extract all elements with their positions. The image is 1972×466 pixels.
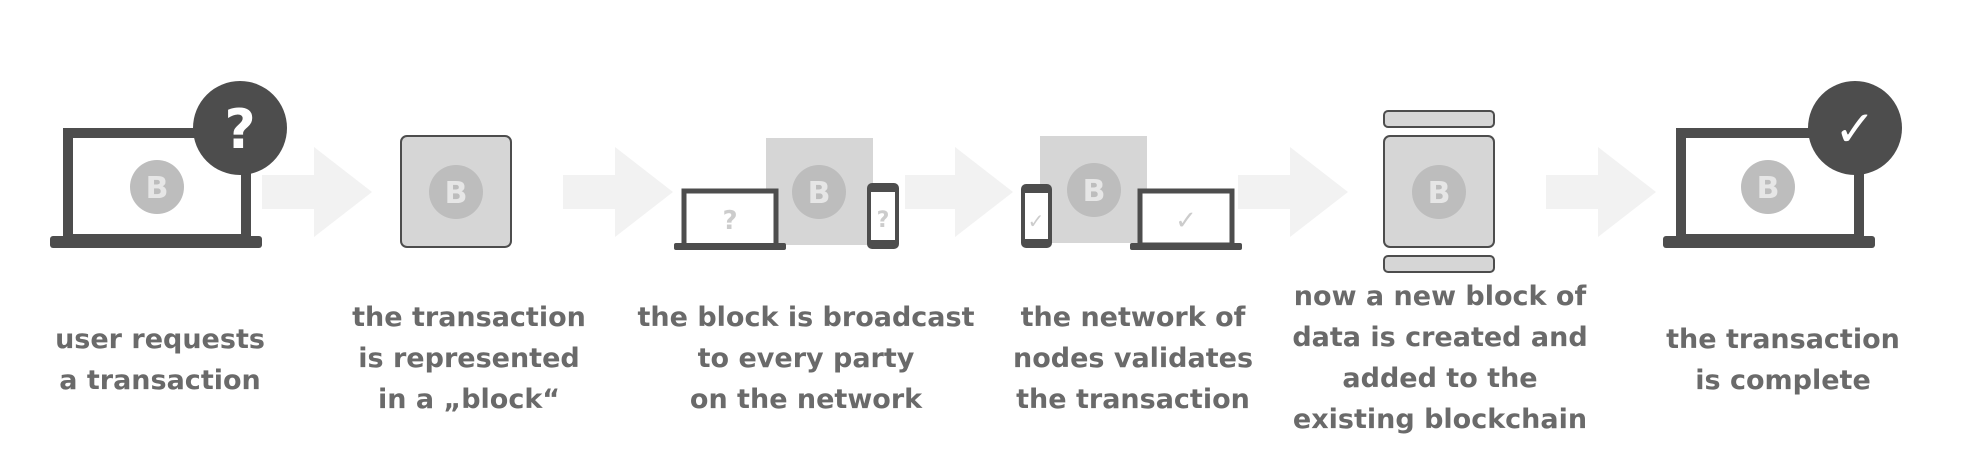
caption-line: the transaction bbox=[352, 302, 586, 333]
step-3-illustration: B ? ? bbox=[674, 138, 899, 250]
arrow-5-icon bbox=[1546, 147, 1656, 237]
question-icon: ? bbox=[722, 206, 737, 236]
step-4-illustration: B ✓ ✓ bbox=[1021, 136, 1242, 250]
laptop-icon: ? bbox=[674, 188, 786, 250]
caption-line: is represented bbox=[358, 343, 580, 374]
step-6-illustration: B ✓ bbox=[1663, 81, 1902, 248]
step-4-caption: the network of nodes validates the trans… bbox=[953, 297, 1313, 420]
laptop-icon bbox=[1663, 128, 1875, 248]
laptop-icon: ✓ bbox=[1130, 188, 1242, 250]
arrows bbox=[262, 147, 1656, 237]
caption-line: the transaction bbox=[1016, 384, 1250, 415]
caption-line: is complete bbox=[1695, 365, 1871, 396]
block-icon: B bbox=[766, 138, 873, 245]
block-icon: B bbox=[1383, 135, 1495, 248]
caption-line: to every party bbox=[697, 343, 915, 374]
svg-text:B: B bbox=[445, 176, 468, 211]
step-5-illustration: B bbox=[1383, 110, 1495, 273]
step-2-illustration: B bbox=[400, 135, 512, 248]
smartphone-icon: ✓ bbox=[1021, 184, 1052, 248]
svg-text:B: B bbox=[146, 171, 169, 206]
arrow-2-icon bbox=[563, 147, 673, 237]
caption-line: now a new block of bbox=[1293, 281, 1587, 312]
caption-line: user requests bbox=[55, 324, 265, 355]
arrow-1-icon bbox=[262, 147, 372, 237]
step-3-caption: the block is broadcast to every party on… bbox=[626, 297, 986, 420]
next-block bbox=[1383, 255, 1495, 273]
arrow-3-icon bbox=[905, 147, 1013, 237]
laptop-icon bbox=[50, 128, 262, 248]
caption-line: on the network bbox=[689, 384, 923, 415]
block-icon: B bbox=[1040, 136, 1147, 243]
caption-line: data is created and bbox=[1292, 322, 1588, 353]
svg-text:B: B bbox=[808, 176, 831, 211]
step-6-caption: the transaction is complete bbox=[1603, 319, 1963, 401]
step-1-illustration: B ? bbox=[50, 81, 287, 248]
smartphone-icon: ? bbox=[867, 183, 899, 249]
step-1-caption: user requests a transaction bbox=[0, 319, 340, 401]
caption-line: the block is broadcast bbox=[637, 302, 975, 333]
bitcoin-coin-icon: B bbox=[130, 160, 184, 214]
svg-text:?: ? bbox=[224, 98, 255, 161]
bitcoin-coin-icon: B bbox=[1741, 160, 1795, 214]
caption-line: the transaction bbox=[1666, 324, 1900, 355]
caption-line: the network of bbox=[1020, 302, 1246, 333]
caption-line: existing blockchain bbox=[1292, 404, 1588, 435]
block-icon: B bbox=[400, 135, 512, 248]
svg-text:✓: ✓ bbox=[1834, 100, 1876, 158]
question-icon: ? bbox=[877, 208, 890, 233]
check-icon: ✓ bbox=[1028, 209, 1045, 233]
caption-line: added to the bbox=[1342, 363, 1538, 394]
caption-line: in a „block“ bbox=[377, 384, 561, 415]
caption-line: nodes validates bbox=[1012, 343, 1254, 374]
step-2-caption: the transaction is represented in a „blo… bbox=[289, 297, 649, 420]
arrow-4-icon bbox=[1238, 147, 1348, 237]
step-5-caption: now a new block of data is created and a… bbox=[1260, 276, 1620, 440]
svg-text:B: B bbox=[1757, 171, 1780, 206]
question-badge-icon: ? bbox=[193, 81, 287, 175]
svg-text:B: B bbox=[1083, 174, 1106, 209]
check-icon: ✓ bbox=[1175, 206, 1197, 236]
caption-line: a transaction bbox=[59, 365, 261, 396]
previous-block bbox=[1383, 110, 1495, 128]
check-badge-icon: ✓ bbox=[1808, 81, 1902, 175]
svg-text:B: B bbox=[1428, 176, 1451, 211]
